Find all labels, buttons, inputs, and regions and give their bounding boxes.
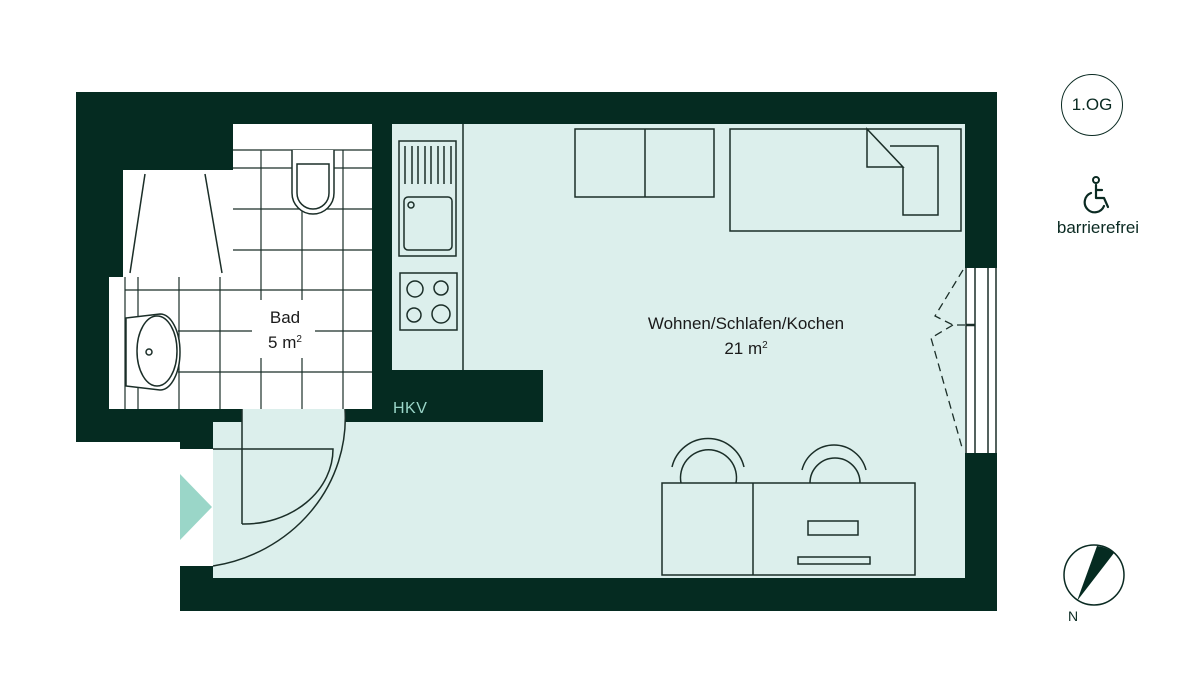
living-room-floor (213, 124, 965, 578)
floor-badge: 1.OG (1061, 74, 1123, 136)
bathroom-tiles (124, 149, 372, 409)
wheelchair-icon (1083, 176, 1110, 214)
wardrobe-icon (574, 128, 715, 198)
shower-icon (129, 173, 223, 274)
room-area: 21 m2 (724, 339, 768, 358)
entry-arrow-icon (180, 474, 212, 540)
bed-icon (729, 127, 962, 232)
hkv-label: HKV (393, 400, 428, 417)
desk-icon (661, 482, 916, 576)
washbasin-icon (125, 313, 181, 391)
room-label-bathroom: Bad 5 m2 (240, 307, 330, 354)
room-area: 5 m2 (268, 333, 302, 352)
toilet-icon (291, 150, 335, 215)
north-label: N (1068, 608, 1079, 624)
room-label-living: Wohnen/Schlafen/Kochen 21 m2 (596, 313, 896, 360)
kitchen-counter (398, 124, 464, 370)
room-name: Wohnen/Schlafen/Kochen (647, 314, 845, 333)
compass-icon (1063, 544, 1125, 606)
chair-icon (671, 437, 867, 484)
accessibility-label: barrierefrei (1056, 218, 1140, 237)
window (930, 268, 997, 453)
door-swing-icon (212, 408, 347, 567)
sink-icon (403, 196, 453, 251)
stove-icon (399, 272, 458, 331)
accessibility-badge: barrierefrei (1040, 176, 1156, 238)
room-name: Bad (269, 308, 301, 327)
